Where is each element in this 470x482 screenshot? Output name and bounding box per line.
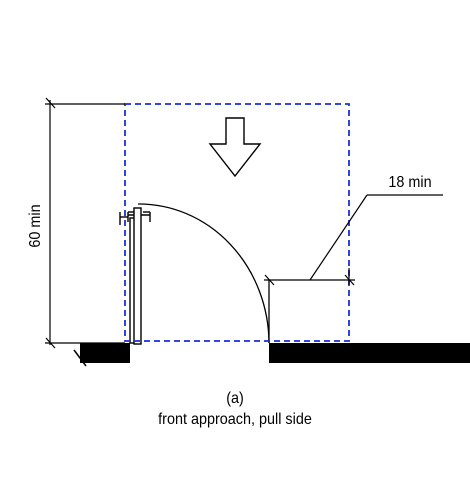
latch-clearance-label: 18 min (388, 173, 431, 191)
height-dimension (45, 97, 125, 349)
door-leaf (133, 207, 142, 345)
figure-caption: front approach, pull side (158, 411, 312, 428)
door-swing-arc (137, 203, 270, 344)
down-arrow-icon (208, 117, 262, 178)
height-dimension-label: 60 min (26, 204, 44, 247)
wall-right (269, 343, 470, 363)
wall-left (80, 343, 130, 363)
wall-left-break (73, 349, 87, 367)
latch-clearance-dimension (264, 194, 443, 286)
figure-letter: (a) (226, 390, 244, 407)
